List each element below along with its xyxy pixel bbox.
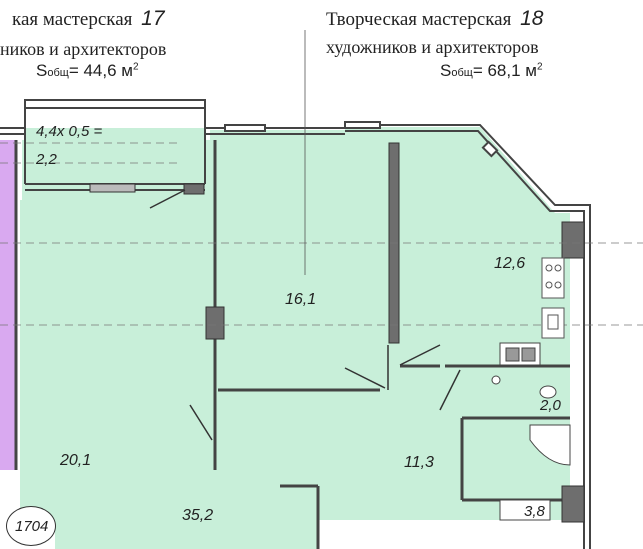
- interior-walls: [14, 140, 570, 549]
- unit-17-number: 17: [141, 7, 165, 30]
- neighbor-unit-strip: [0, 140, 16, 470]
- unit-18-title: Творческая мастерская 18: [326, 8, 543, 29]
- room-area-12-6: 12,6: [494, 255, 526, 272]
- unit-17-subtitle: ников и архитекторов: [0, 39, 167, 59]
- area-sub: общ: [451, 67, 473, 79]
- balcony-floor: [25, 128, 205, 184]
- room-area-3-8: 3,8: [524, 503, 545, 520]
- unit-17-area: Sобщ= 44,6 м2: [36, 62, 139, 79]
- door-swings: [149, 189, 461, 441]
- wall-column: [205, 306, 225, 340]
- axis-lines: [0, 142, 643, 326]
- floor-area: [20, 127, 570, 549]
- unit-18-number: 18: [520, 7, 544, 30]
- area-value: = 68,1 м: [472, 61, 537, 80]
- unit-18-subtitle: художников и архитекторов: [326, 37, 539, 57]
- room-area-16-1: 16,1: [285, 291, 317, 308]
- outer-walls: [0, 99, 591, 549]
- wall-column: [183, 183, 205, 195]
- wall-column: [561, 485, 585, 523]
- wall-column: [561, 221, 585, 259]
- unit-17-title: кая мастерская 17: [12, 8, 165, 29]
- kitchen-fixtures: [541, 257, 565, 339]
- apartment-number-badge: 1704: [6, 506, 56, 546]
- balcony-area: 2,2: [36, 151, 57, 168]
- unit-18-area: Sобщ= 68,1 м2: [440, 62, 543, 79]
- area-sup: 2: [536, 61, 543, 73]
- bathroom-fixtures: [491, 342, 571, 521]
- area-sub: общ: [47, 67, 69, 79]
- balcony-formula: 4,4x 0,5 =: [36, 123, 103, 140]
- room-area-2-0: 2,0: [540, 397, 561, 414]
- area-value: = 44,6 м: [68, 61, 133, 80]
- room-area-20-1: 20,1: [60, 452, 92, 469]
- area-label: S: [36, 61, 48, 80]
- room-area-11-3: 11,3: [404, 454, 434, 471]
- wall-column: [89, 183, 136, 193]
- unit-17-title-text: кая мастерская: [12, 9, 133, 30]
- total-area-35-2: 35,2: [182, 507, 214, 524]
- apartment-number: 1704: [15, 518, 49, 535]
- area-sup: 2: [132, 61, 139, 73]
- unit-18-title-text: Творческая мастерская: [326, 9, 512, 30]
- area-label: S: [440, 61, 452, 80]
